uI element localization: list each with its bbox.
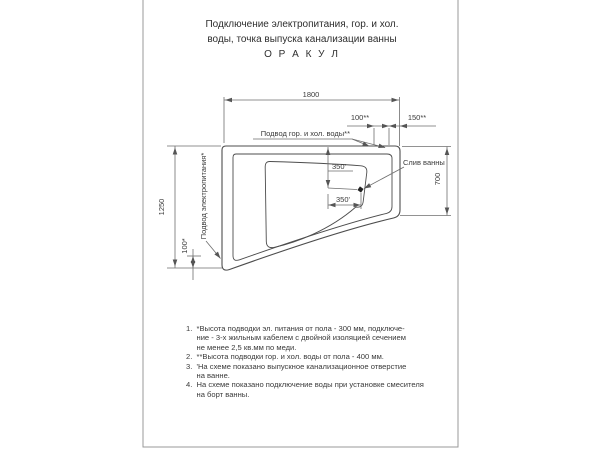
tub-outer-outline (221, 145, 401, 271)
dimension-arrowheads (172, 97, 450, 268)
note-text: *Высота подводки эл. питания от пола - 3… (196, 324, 405, 333)
dim-water-edge-offset-label: 150** (408, 113, 426, 122)
water-supply-label: Подвод гор. и хол. воды** (261, 129, 350, 138)
note-line: 1.*Высота подводки эл. питания от пола -… (186, 324, 446, 333)
note-text: на ванне. (196, 371, 230, 381)
title-line-3: О Р А К У Л (264, 49, 340, 60)
installation-notes: 1.*Высота подводки эл. питания от пола -… (186, 324, 446, 399)
note-text: 'На схеме показано выпускное канализацио… (196, 361, 407, 371)
note-text: не менее 2,5 кв.мм по меди. (196, 342, 297, 352)
dim-drain-from-top-label: 350' (332, 162, 347, 171)
note-text: **Высота подводки гор. и хол. воды от по… (196, 352, 384, 362)
dim-water-spacing-label: 100** (351, 113, 369, 122)
note-number: 1. (186, 324, 193, 333)
dimension-lines (167, 97, 451, 280)
drain-point-marker (357, 186, 364, 193)
note-text: ние - 3-х жильным кабелем с двойной изол… (196, 333, 406, 343)
note-line: 2.**Высота подводки гор. и хол. воды от … (186, 352, 446, 361)
tub-rim-inner-outline (232, 153, 393, 261)
power-supply-label: Подвод электропитания* (199, 153, 208, 240)
note-line: 3.'На схеме показано выпускное канализац… (186, 362, 446, 371)
tub-outlines (221, 145, 401, 271)
note-line: на ванне. (186, 371, 446, 380)
dim-left-depth-label: 1250 (157, 199, 166, 216)
dim-power-offset-label: 100* (180, 238, 189, 254)
note-line: на борт ванны. (186, 390, 446, 399)
note-number: 3. (186, 361, 193, 371)
tub-basin-outline (264, 161, 368, 249)
note-text: на борт ванны. (196, 389, 250, 399)
title-line-2: воды, точка выпуска канализации ванны (207, 34, 397, 45)
note-number: 2. (186, 352, 193, 362)
drawing-frame (142, 0, 459, 448)
dim-overall-width-label: 1800 (303, 90, 320, 99)
dim-drain-horizontal-label: 350' (336, 195, 351, 204)
drain-label: Слив ванны (403, 158, 445, 167)
note-text: На схеме показано подключение воды при у… (196, 380, 424, 390)
note-line: не менее 2,5 кв.мм по меди. (186, 343, 446, 352)
drawing-title: Подключение электропитания, гор. и хол. … (143, 17, 461, 62)
note-number: 4. (186, 380, 193, 390)
note-line: 4.На схеме показано подключение воды при… (186, 380, 446, 389)
note-line: ние - 3-х жильным кабелем с двойной изол… (186, 333, 446, 342)
title-line-1: Подключение электропитания, гор. и хол. (205, 19, 399, 30)
dim-right-depth-label: 700 (433, 173, 442, 186)
